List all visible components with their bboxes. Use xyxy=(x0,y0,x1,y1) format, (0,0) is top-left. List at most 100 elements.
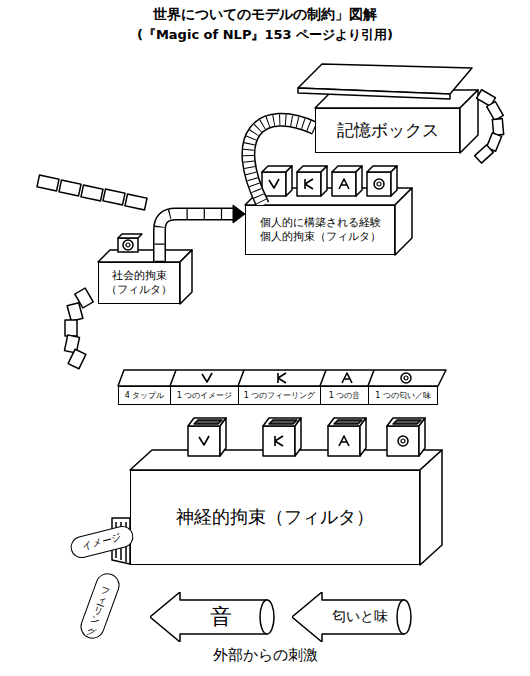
tile xyxy=(65,320,77,336)
personal-filter-box: 個人的に構築される経験個人的拘束（フィルタ） xyxy=(245,205,395,255)
strip-symbol xyxy=(342,373,352,383)
channel-symbol xyxy=(269,179,279,188)
arrow-body xyxy=(150,592,267,642)
cell-label: 1 つのイメージ xyxy=(177,391,233,401)
tile xyxy=(37,175,59,191)
channel-side xyxy=(356,166,362,196)
channel xyxy=(297,172,321,196)
channel-side xyxy=(391,166,397,196)
memory-tile xyxy=(487,102,504,121)
channel-side xyxy=(321,166,327,196)
trough-side xyxy=(295,418,301,456)
drawing xyxy=(37,64,504,565)
smell-taste-arrow: 匂いと味 xyxy=(292,592,412,642)
neural-filter-box: 神経的拘束（フィルタ） xyxy=(130,470,420,565)
trough-side xyxy=(419,418,425,456)
trough xyxy=(188,426,220,456)
arrow-label: 匂いと味 xyxy=(332,608,388,626)
social-box-side xyxy=(180,250,192,304)
trough xyxy=(387,426,419,456)
trough-side xyxy=(220,418,226,456)
channel-symbol xyxy=(305,179,313,189)
strip-symbol xyxy=(401,373,411,383)
strip-divider xyxy=(238,370,244,386)
trough-side xyxy=(360,418,366,456)
memory-tile xyxy=(475,145,494,163)
source-note: (『Magic of NLP』153 ページより引用) xyxy=(0,26,530,44)
tube-label: イメージ xyxy=(81,531,123,553)
strip-symbol xyxy=(278,373,286,383)
trough-symbol xyxy=(398,436,408,446)
box-label: 記憶ボックス xyxy=(337,120,439,141)
box-label: 個人的に構築される経験 xyxy=(260,216,381,230)
chute xyxy=(118,238,138,252)
trough-slot xyxy=(194,420,222,424)
tile xyxy=(103,189,125,205)
social-filter-box: 社会的拘束 （フィルタ） xyxy=(98,262,180,304)
trough-slot xyxy=(334,420,362,424)
trough-symbol xyxy=(275,436,283,446)
cell-label: 4 タップル xyxy=(125,391,165,401)
tile-band-connector xyxy=(160,205,246,262)
chute-top xyxy=(118,234,142,238)
channel-symbol xyxy=(374,179,384,189)
trough-symbol xyxy=(199,436,209,445)
tuple-cell: 1 つのフィーリング xyxy=(238,386,321,405)
tuple-cell: 1 つのイメージ xyxy=(170,386,239,405)
arrow-end xyxy=(397,600,411,634)
box-label: 社会的拘束 （フィルタ） xyxy=(103,269,175,297)
cell-label: 1 つの匂い／味 xyxy=(375,391,431,401)
trough xyxy=(263,426,295,456)
social-box-top xyxy=(98,250,192,262)
stimulus-label: 外部からの刺激 xyxy=(0,646,530,665)
arrow-end xyxy=(260,600,274,634)
channel xyxy=(332,172,356,196)
tuple-cell: 1 つの匂い／味 xyxy=(368,386,438,405)
tube-label: フィーリング xyxy=(86,581,114,632)
feeling-tube: フィーリング xyxy=(77,570,123,642)
band-outline xyxy=(160,214,236,262)
channel xyxy=(367,172,391,196)
memory-box-side xyxy=(460,90,478,153)
cell-label: 1 つのフィーリング xyxy=(244,391,316,401)
tile xyxy=(67,303,83,322)
hose-body xyxy=(248,120,315,205)
chute-symbol xyxy=(123,240,133,250)
strip-divider xyxy=(170,370,176,386)
sound-arrow: 音 xyxy=(150,592,275,642)
trough-slot xyxy=(393,420,421,424)
tuple-strip xyxy=(118,370,446,386)
channel-symbol xyxy=(339,179,349,189)
memory-box: 記憶ボックス xyxy=(315,108,460,153)
memory-hose xyxy=(248,120,315,205)
tile xyxy=(68,349,86,369)
diagram-title: 世界についてのモデルの制約」図解 xyxy=(0,6,530,24)
personal-box-side xyxy=(395,188,412,255)
cell-label: 1 つの音 xyxy=(329,391,361,401)
box-label: 神経的拘束（フィルタ） xyxy=(176,506,374,529)
hose-outline xyxy=(248,120,315,205)
channel-side xyxy=(286,166,292,196)
arrow-body xyxy=(292,592,404,642)
arrow-label: 音 xyxy=(210,603,232,631)
strip-symbol xyxy=(202,373,212,382)
strip-divider xyxy=(320,370,326,386)
channel xyxy=(262,172,286,196)
trough-symbol xyxy=(339,436,349,446)
tuple-cell: 1 つの音 xyxy=(320,386,369,405)
tile xyxy=(81,185,103,201)
tile xyxy=(59,180,81,196)
trough xyxy=(328,426,360,456)
neural-box-side xyxy=(420,450,442,565)
memory-box-lid-edge xyxy=(298,88,450,99)
tile xyxy=(125,194,147,210)
band-body xyxy=(160,214,236,262)
strip-divider xyxy=(368,370,374,386)
trough-slot xyxy=(269,420,297,424)
box-label: 個人的拘束（フィルタ） xyxy=(260,230,381,244)
band-tiles xyxy=(160,214,236,262)
hose-ribs xyxy=(248,120,315,205)
